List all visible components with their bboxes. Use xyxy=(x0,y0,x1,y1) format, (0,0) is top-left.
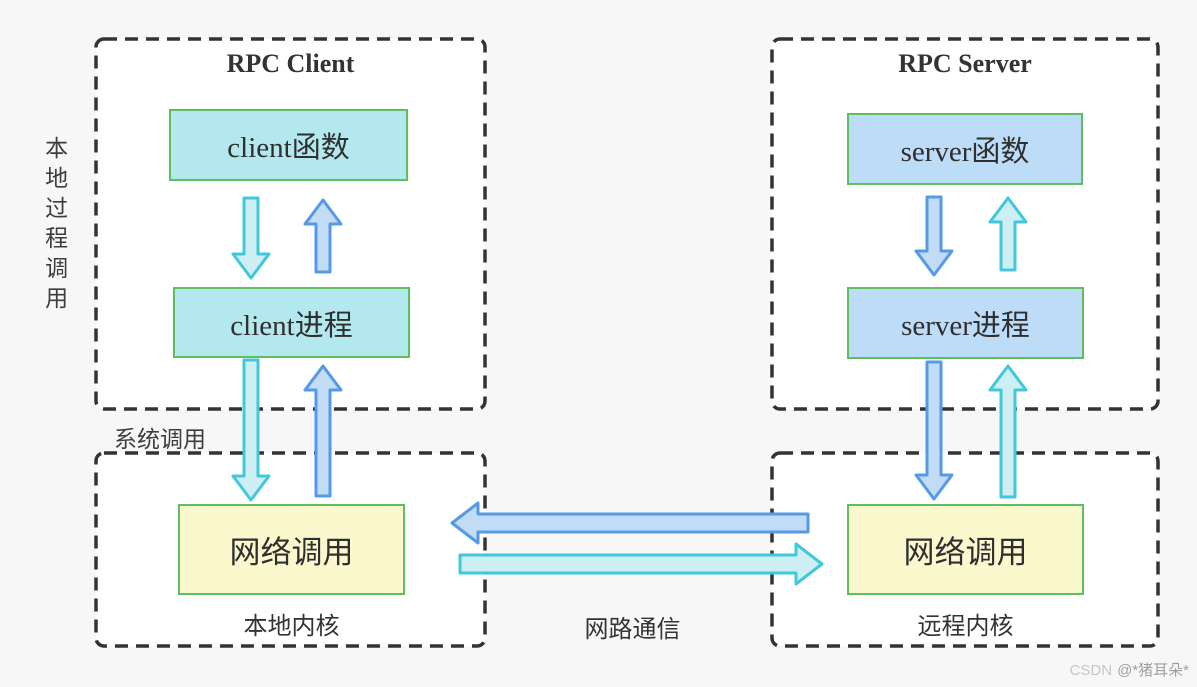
remote-kernel-caption: 远程内核 xyxy=(917,613,1014,640)
server-syscall-down-arrow-icon xyxy=(914,360,954,501)
rpc-client-panel-title: RPC Client xyxy=(226,49,355,78)
client-return-up-arrow-icon xyxy=(303,198,343,274)
watermark-site: CSDN xyxy=(1069,662,1113,679)
local-kernel-caption: 本地内核 xyxy=(243,613,340,640)
client-call-down-arrow-icon xyxy=(231,196,271,280)
network-response-left-arrow-icon xyxy=(450,501,810,545)
server-process-box: server进程 xyxy=(847,287,1084,359)
server-syscall-return-up-arrow-icon xyxy=(988,364,1028,499)
local-network-call-box: 网络调用 xyxy=(178,504,405,595)
rpc-server-panel-title: RPC Server xyxy=(898,49,1032,78)
system-call-label: 系统调用 xyxy=(114,426,206,452)
remote-network-call-box: 网络调用 xyxy=(847,504,1084,595)
client-function-box: client函数 xyxy=(169,109,408,181)
local-procedure-call-label: 本地过程调用 xyxy=(41,136,68,316)
client-process-box: client进程 xyxy=(173,287,410,358)
network-request-right-arrow-icon xyxy=(458,542,824,586)
server-dispatch-up-arrow-icon xyxy=(988,196,1028,272)
watermark-author: @*猪耳朵* xyxy=(1117,662,1189,679)
watermark: CSDN@*猪耳朵* xyxy=(1070,659,1189,680)
server-function-box: server函数 xyxy=(847,113,1083,185)
client-syscall-down-arrow-icon xyxy=(231,358,271,502)
client-syscall-return-up-arrow-icon xyxy=(303,364,343,498)
network-communication-label: 网路通信 xyxy=(584,616,681,643)
server-response-down-arrow-icon xyxy=(914,195,954,277)
